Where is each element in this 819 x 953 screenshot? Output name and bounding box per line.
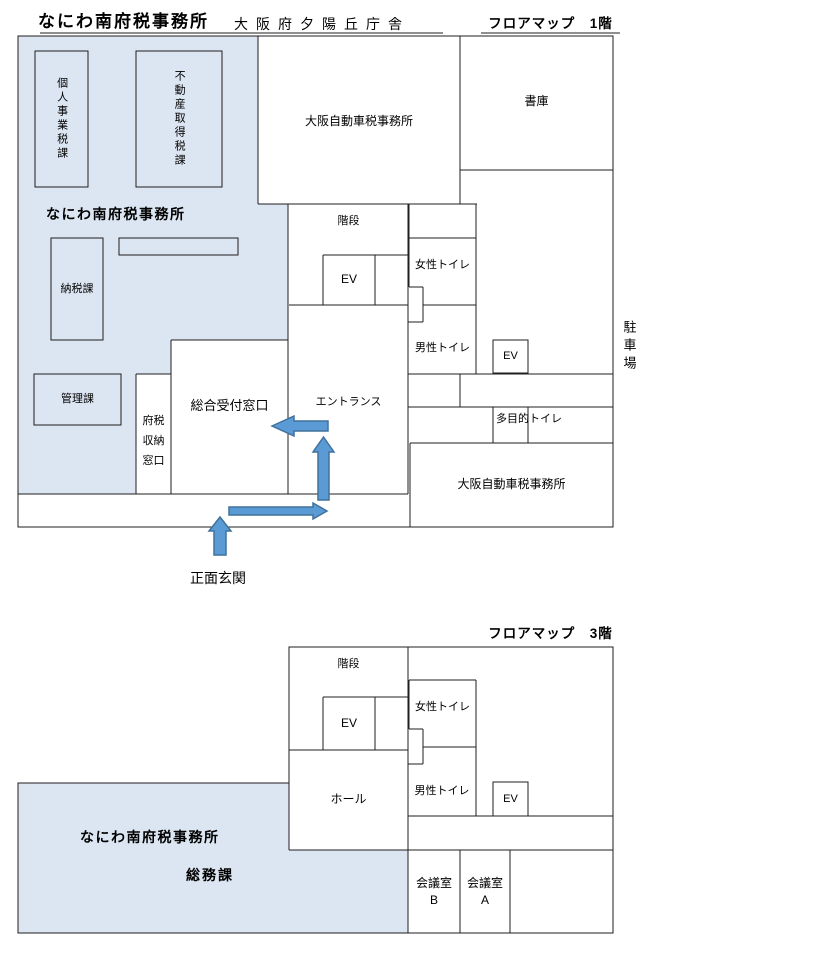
page-title: なにわ南府税事務所 <box>38 12 209 31</box>
floor3-walls <box>17 646 614 934</box>
room-label-hall: ホール <box>330 792 367 807</box>
floor1-map-title: フロアマップ 1階 <box>488 16 613 31</box>
route-arrow-up-entrance <box>311 435 336 501</box>
room-label-somuka: 総務課 <box>186 867 234 883</box>
building-name: 大阪府夕陽丘庁舎 <box>234 16 410 32</box>
room-label-osaka-jidosha-north: 大阪自動車税事務所 <box>304 114 413 128</box>
room-label-kaigishitsu-b: 会議室 B <box>415 875 452 907</box>
floor3-room-label-stairs: 階段 <box>337 658 360 670</box>
main-entrance-label: 正面玄関 <box>190 570 246 586</box>
route-arrow-right-corridor <box>228 501 329 521</box>
parking-label: 駐車場 <box>621 320 637 374</box>
floor3-room-label-elevator-2: EV <box>503 792 518 805</box>
route-arrow-left-to-reception <box>270 414 329 438</box>
floor1-room-label-elevator: EV <box>340 272 357 287</box>
room-label-entrance: エントランス <box>315 396 382 408</box>
room-label-nozeika: 納税課 <box>60 282 94 295</box>
floor1-room-label-men-toilet: 男性トイレ <box>415 342 470 354</box>
floor1-office-area-label: なにわ南府税事務所 <box>46 206 186 222</box>
floor3-room-label-women-toilet: 女性トイレ <box>415 701 470 713</box>
floor3-office-area-label: なにわ南府税事務所 <box>80 829 220 845</box>
route-arrow-up-main-entrance <box>207 515 233 556</box>
floor3-room-label-men-toilet: 男性トイレ <box>414 785 470 797</box>
room-label-shoko: 書庫 <box>524 94 549 108</box>
floor3-room-label-elevator: EV <box>340 715 357 730</box>
room-label-fudosan-shutoku-zeika: 不動産取得税課 <box>173 70 186 168</box>
room-label-fuzei-shuno-madoguchi: 府税 収納 窓口 <box>142 415 165 467</box>
room-label-osaka-jidosha-south: 大阪自動車税事務所 <box>457 477 566 491</box>
room-label-kanrika: 管理課 <box>61 393 94 406</box>
room-label-sogo-uketsuke: 総合受付窓口 <box>190 398 269 413</box>
room-label-multipurpose-toilet: 多目的トイレ <box>496 413 562 425</box>
route-arrows <box>207 414 336 556</box>
floor1-room-label-women-toilet: 女性トイレ <box>415 259 470 271</box>
floor1-room-label-stairs: 階段 <box>337 215 360 227</box>
room-label-kaigishitsu-a: 会議室 A <box>466 875 503 907</box>
office-area-fills <box>18 36 408 933</box>
room-label-kojin-jigyo-zeika: 個人事業税課 <box>55 77 68 161</box>
floor3-map-title: フロアマップ 3階 <box>488 626 613 641</box>
floor1-room-label-elevator-2: EV <box>503 350 518 363</box>
floor1-walls <box>17 35 614 528</box>
